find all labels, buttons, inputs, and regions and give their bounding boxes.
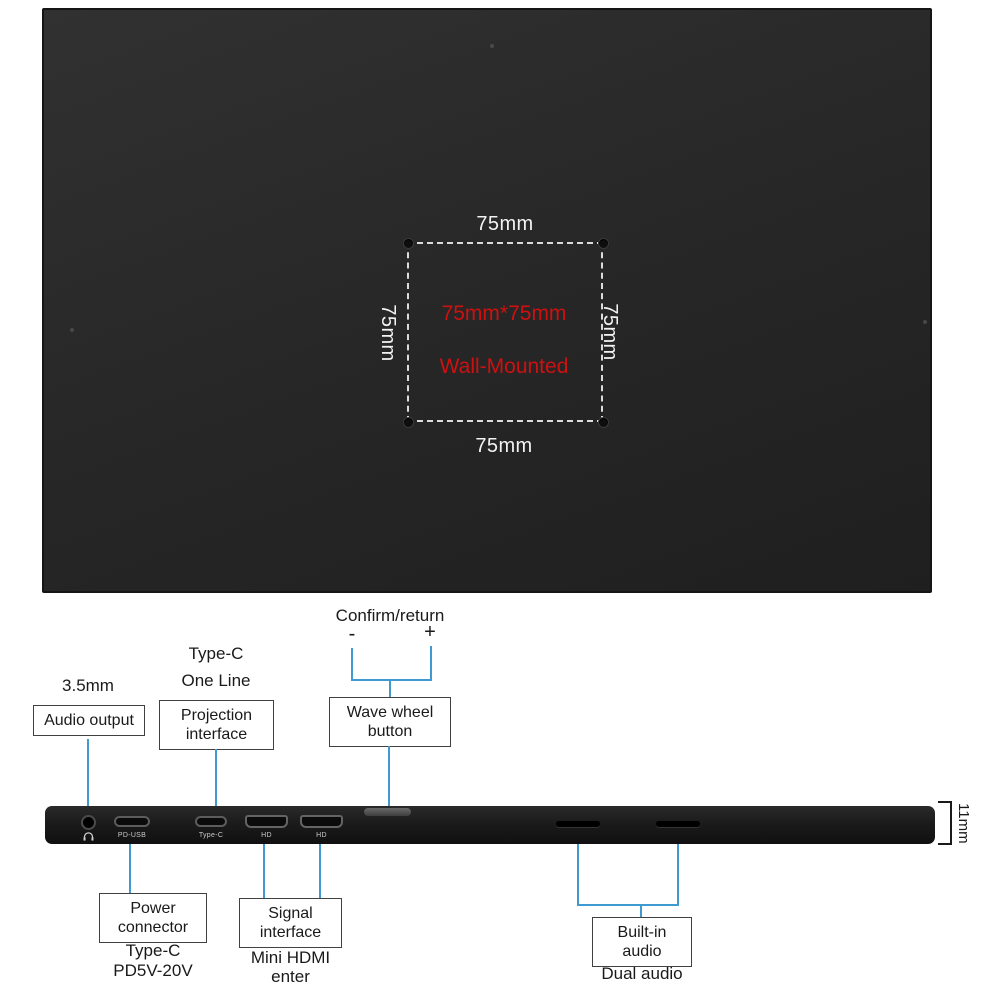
mini-hdmi-port-2-label: HD	[316, 832, 327, 839]
wave-wheel-callout: Wave wheel button	[329, 697, 451, 747]
vesa-mount-square	[404, 239, 608, 427]
mini-hdmi-port-2	[300, 815, 343, 828]
vesa-dimension-bottom: 75mm	[475, 435, 533, 457]
connector-line	[389, 679, 391, 697]
pd-usb-port	[114, 816, 150, 827]
signal-label-1: Signal	[268, 905, 313, 922]
connector-line	[677, 844, 679, 904]
wave-wheel-label-1: Wave wheel	[346, 704, 434, 721]
screw-icon	[923, 320, 927, 324]
vesa-dimension-top: 75mm	[476, 213, 534, 235]
pd-usb-port-label: PD-USB	[117, 832, 147, 839]
connector-line	[577, 844, 579, 904]
connector-line	[87, 739, 89, 806]
builtin-audio-label-1: Built-in	[617, 924, 667, 941]
projection-title-2: One Line	[181, 671, 251, 690]
vesa-dimension-left: 75mm	[377, 304, 399, 362]
power-label-2: connector	[117, 919, 189, 936]
vesa-size-text: 75mm*75mm	[441, 302, 567, 325]
power-label-1: Power	[130, 900, 176, 917]
projection-label-2: interface	[185, 726, 248, 743]
monitor-back-panel: 75mm 75mm 75mm 75mm 75mm*75mm Wall-Mount…	[42, 8, 932, 593]
builtin-audio-sub: Dual audio	[601, 964, 683, 983]
signal-sub-2: enter	[271, 967, 310, 986]
builtin-audio-callout: Built-in audio	[592, 917, 692, 967]
wave-wheel-label-2: button	[367, 723, 413, 740]
projection-title-1: Type-C	[188, 644, 244, 663]
speaker-grille-right	[656, 821, 700, 827]
connector-line	[351, 679, 432, 681]
vesa-hole-icon	[599, 239, 608, 248]
signal-interface-callout: Signal interface	[239, 898, 342, 948]
vesa-dimension-right: 75mm	[599, 303, 621, 361]
signal-label-2: interface	[259, 924, 322, 941]
vesa-hole-icon	[599, 418, 608, 427]
monitor-side-view: PD-USB Type-C HD HD	[45, 806, 935, 844]
type-c-port-label: Type-C	[198, 832, 224, 839]
wave-wheel-button	[364, 808, 411, 816]
wall-mounted-text: Wall-Mounted	[439, 355, 569, 378]
projection-label-1: Projection	[180, 707, 253, 724]
connector-line	[640, 904, 642, 917]
projection-interface-callout: Projection interface	[159, 700, 274, 750]
connector-line	[430, 646, 432, 679]
headphone-jack-port	[81, 815, 96, 830]
plus-sign: +	[424, 621, 436, 643]
connector-line	[351, 648, 353, 679]
mini-hdmi-port-1-label: HD	[261, 832, 272, 839]
type-c-port	[195, 816, 227, 827]
power-connector-callout: Power connector	[99, 893, 207, 943]
headphone-icon	[83, 832, 94, 841]
vesa-hole-icon	[404, 418, 413, 427]
connector-line	[129, 844, 131, 893]
minus-sign: -	[348, 623, 356, 645]
audio-output-title: 3.5mm	[62, 676, 114, 695]
audio-output-callout: Audio output	[33, 705, 145, 736]
screw-icon	[70, 328, 74, 332]
vesa-hole-icon	[404, 239, 413, 248]
power-sub-1: Type-C	[125, 941, 181, 960]
confirm-return-title: Confirm/return	[335, 606, 445, 625]
power-sub-2: PD5V-20V	[113, 961, 193, 980]
speaker-grille-left	[556, 821, 600, 827]
connector-line	[388, 746, 390, 806]
connector-line	[577, 904, 679, 906]
screw-icon	[490, 44, 494, 48]
audio-output-label: Audio output	[44, 712, 134, 729]
dimension-tick	[938, 843, 952, 845]
thickness-label: 11mm	[955, 803, 972, 844]
connector-line	[215, 749, 217, 806]
mini-hdmi-port-1	[245, 815, 288, 828]
connector-line	[263, 844, 265, 898]
dimension-line	[950, 801, 952, 845]
builtin-audio-label-2: audio	[622, 943, 662, 960]
signal-sub-1: Mini HDMI	[250, 948, 331, 967]
dimension-tick	[938, 801, 952, 803]
connector-line	[319, 844, 321, 898]
